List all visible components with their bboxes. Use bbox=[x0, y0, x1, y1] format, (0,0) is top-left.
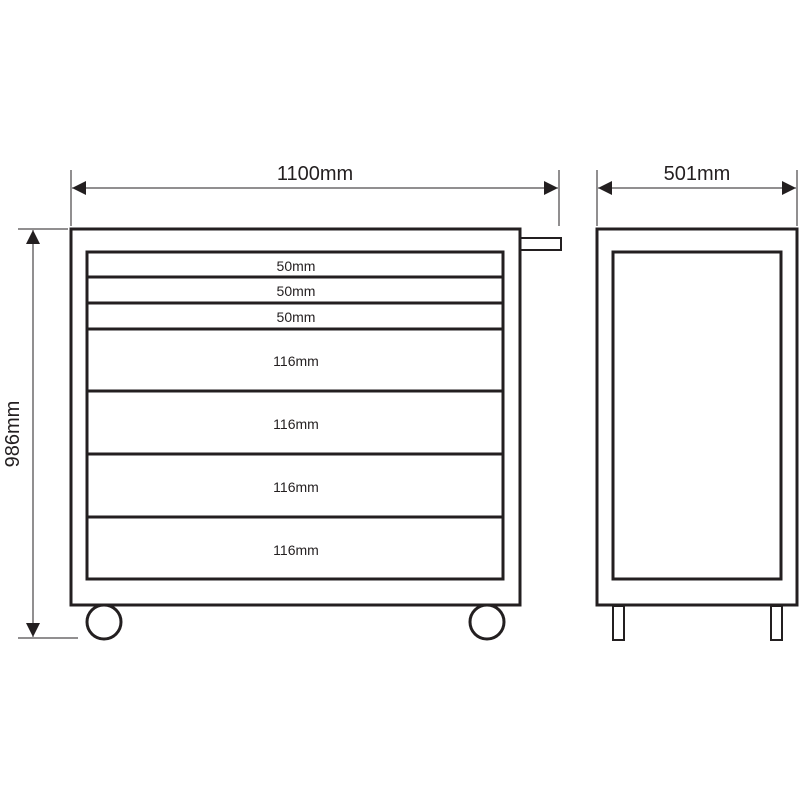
drawer-label: 116mm bbox=[273, 416, 319, 432]
leg-left bbox=[612, 605, 625, 641]
drawer-labels: 50mm 50mm 50mm 116mm 116mm 116mm 116mm bbox=[273, 258, 319, 558]
side-view bbox=[595, 227, 799, 641]
leg-right bbox=[770, 605, 783, 641]
drawer-label: 116mm bbox=[273, 479, 319, 495]
drawer-label: 50mm bbox=[277, 309, 316, 325]
wheel-right bbox=[468, 603, 506, 641]
depth-dimension: 501mm bbox=[596, 163, 798, 226]
depth-label: 501mm bbox=[664, 163, 731, 185]
drawer-label: 50mm bbox=[277, 283, 316, 299]
handle bbox=[519, 237, 562, 251]
drawer-dividers bbox=[87, 275, 503, 519]
drawer-label: 116mm bbox=[273, 542, 319, 558]
drawer-label: 50mm bbox=[277, 258, 316, 274]
wheel-left bbox=[85, 603, 123, 641]
side-panel bbox=[611, 250, 783, 581]
drawer-frame bbox=[85, 250, 505, 581]
height-dimension: 986mm bbox=[2, 228, 78, 639]
width-label: 1100mm bbox=[277, 163, 353, 185]
side-body bbox=[595, 227, 799, 607]
height-label: 986mm bbox=[2, 401, 24, 468]
drawer-label: 116mm bbox=[273, 353, 319, 369]
cabinet-body bbox=[69, 227, 522, 607]
front-view: 50mm 50mm 50mm 116mm 116mm 116mm 116mm bbox=[69, 227, 562, 641]
width-dimension: 1100mm bbox=[70, 163, 560, 226]
